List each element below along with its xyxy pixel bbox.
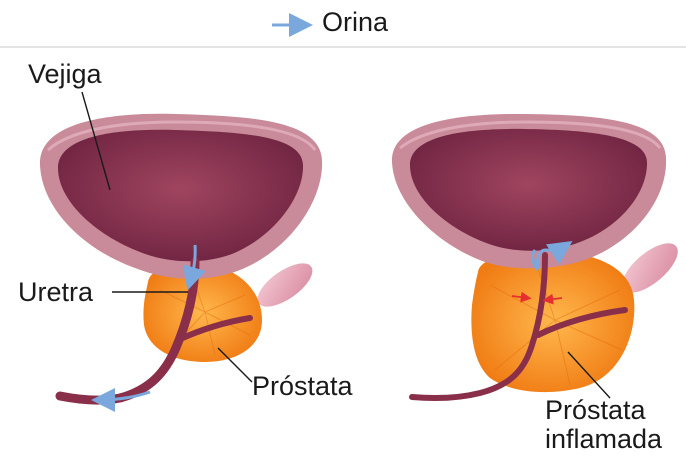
urethra-label: Uretra: [18, 278, 93, 307]
bladder-label: Vejiga: [28, 60, 102, 89]
prostate-normal: [143, 264, 262, 362]
inflamed-prostate-label: Próstata inflamada: [545, 396, 662, 454]
prostate-label: Próstata: [252, 372, 353, 401]
legend-label: Orina: [322, 8, 388, 37]
inflamed-panel: [392, 114, 686, 398]
seminal-vesicle: [251, 255, 319, 315]
normal-panel: [40, 114, 322, 400]
inflamed-prostate-label-line2: inflamada: [545, 425, 662, 454]
inflamed-prostate-label-line1: Próstata: [545, 396, 662, 425]
